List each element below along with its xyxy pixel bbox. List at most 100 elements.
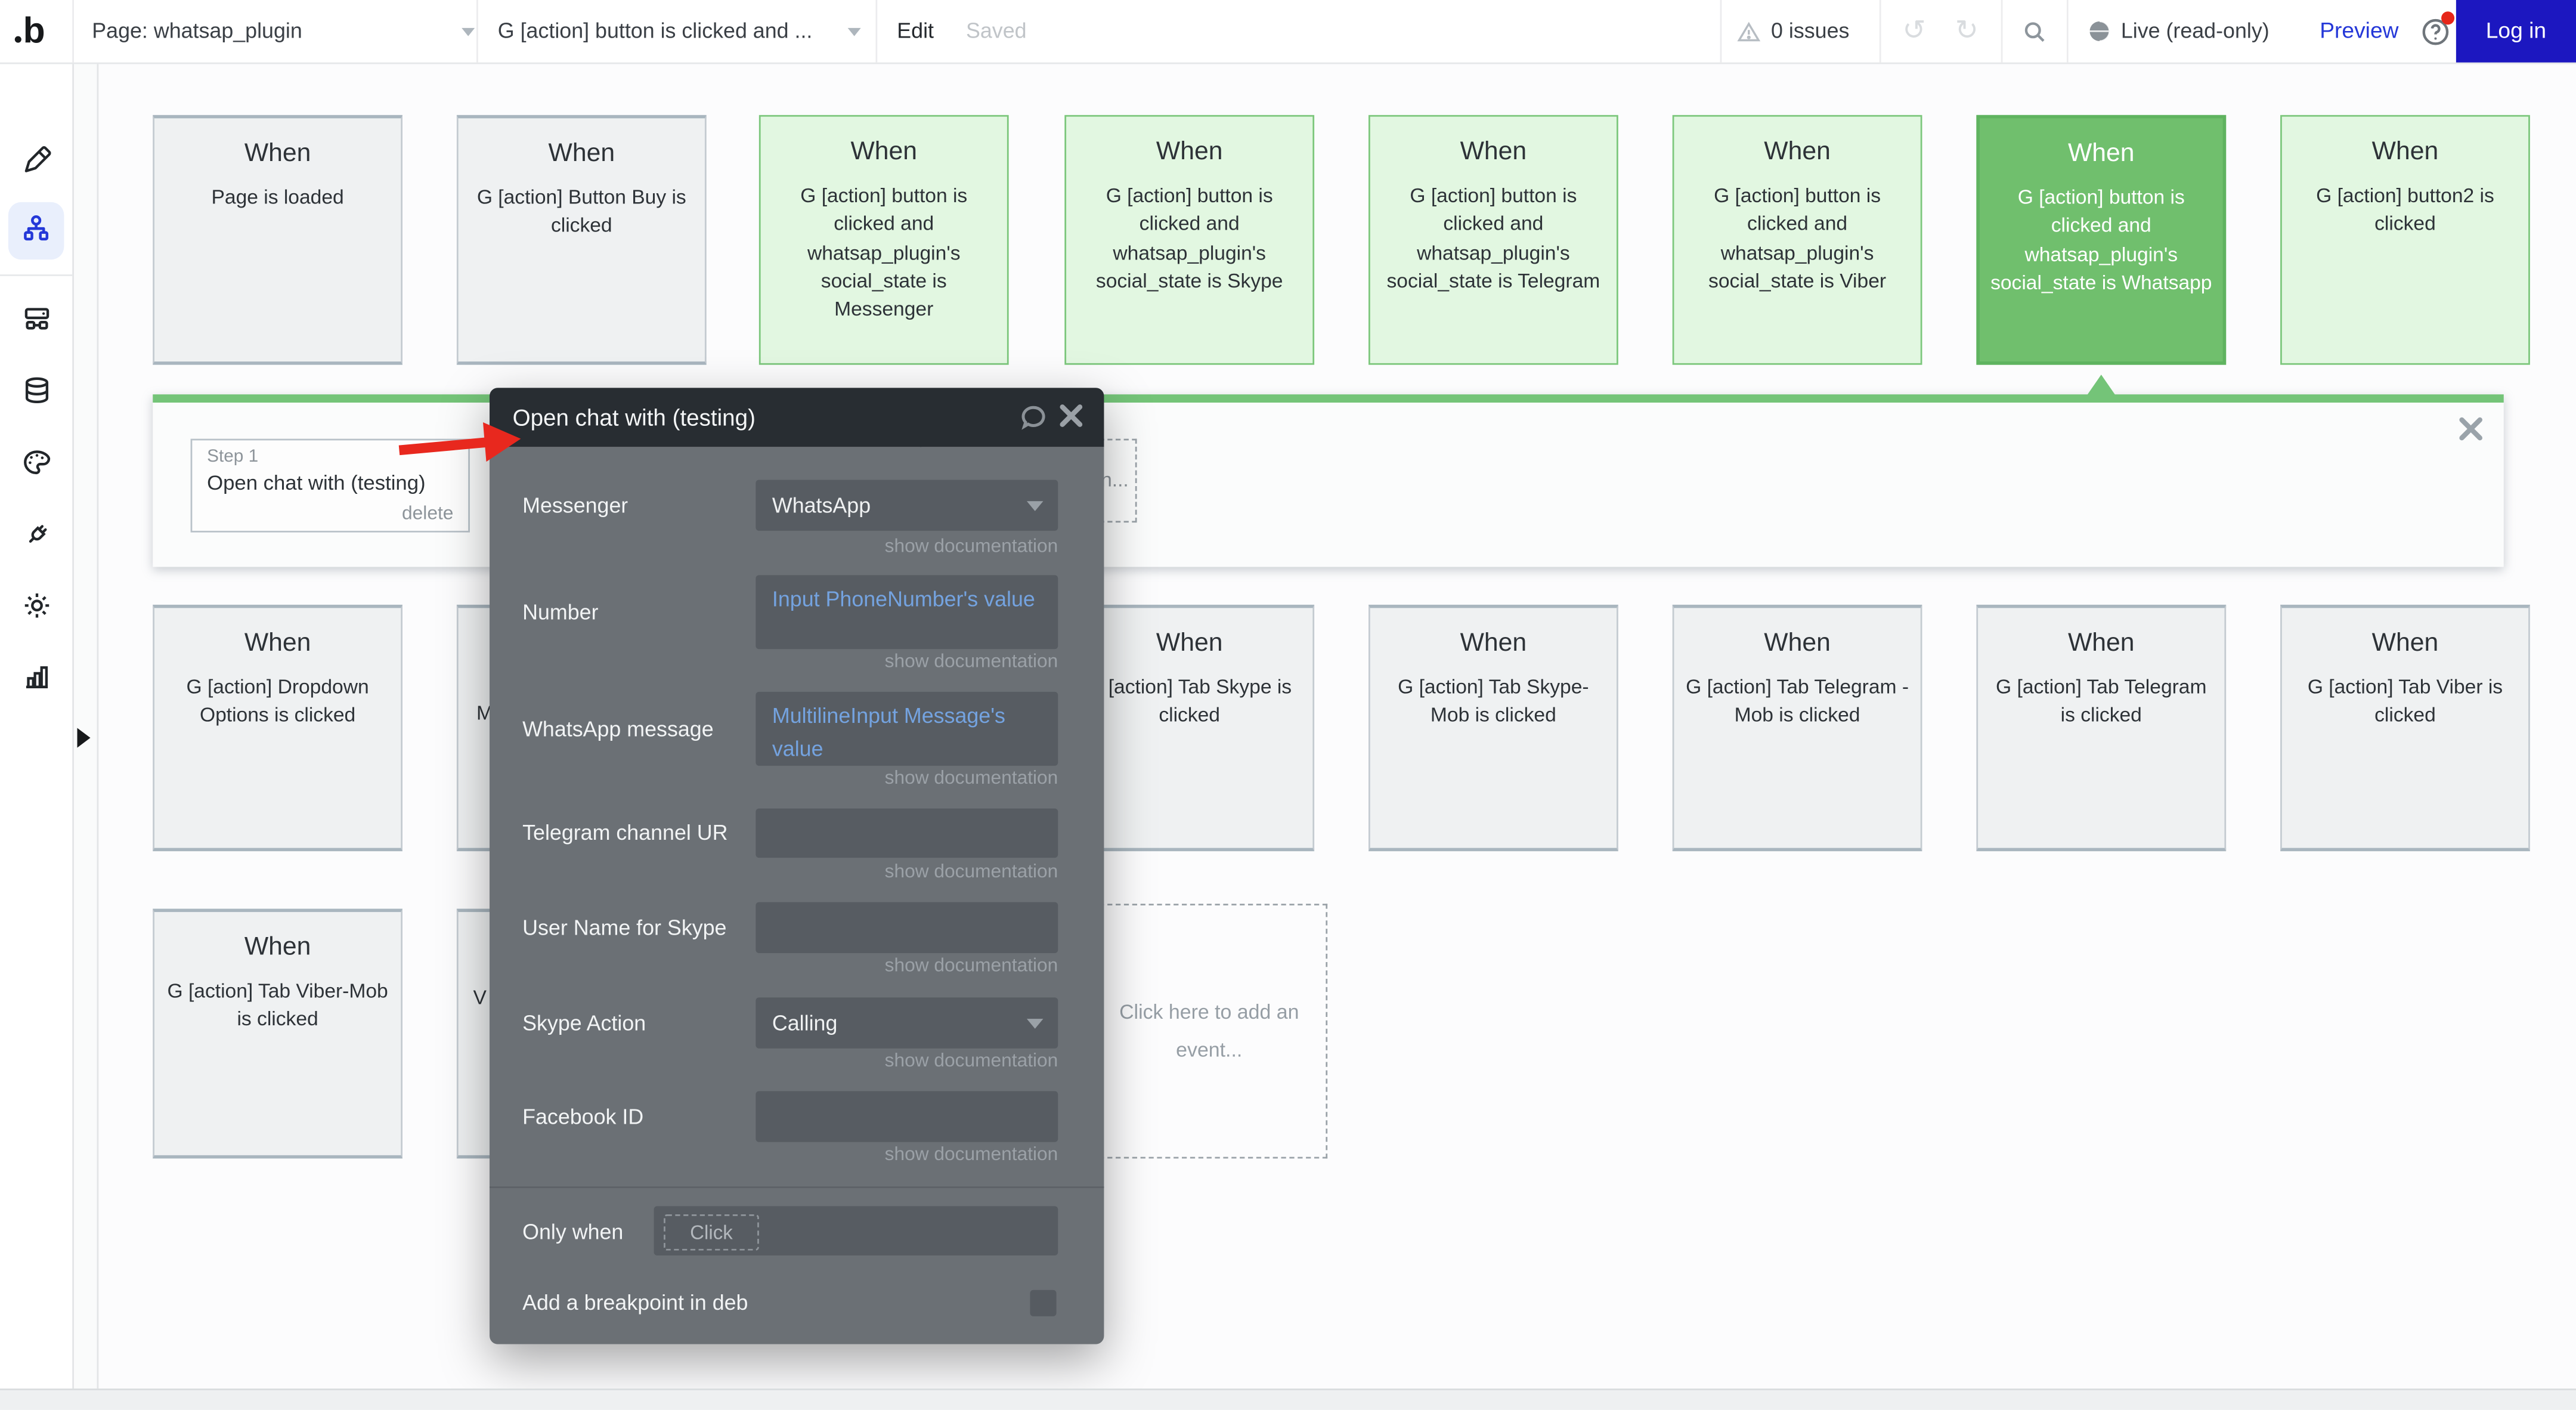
event-card-body: G [action] button is clicked and whatsap… <box>1095 184 1283 293</box>
help-icon[interactable] <box>2420 11 2455 48</box>
event-card-body: G [action] button is clicked and whatsap… <box>1386 184 1600 293</box>
event-card-heading: When <box>2067 629 2135 658</box>
sidebar <box>0 62 74 1389</box>
field-label: User Name for Skype <box>522 915 727 940</box>
pencil-icon <box>19 142 54 177</box>
event-card-body: G [action] button is clicked and whatsap… <box>1990 185 2212 295</box>
preview-button[interactable]: Preview <box>2320 18 2399 43</box>
close-strip-icon[interactable] <box>2456 414 2486 444</box>
workflow-selector[interactable]: G [action] button is clicked and ... <box>498 0 813 63</box>
divider <box>490 1186 1104 1188</box>
add-event-placeholder[interactable]: Click here to add an event... <box>1091 904 1328 1159</box>
event-card[interactable]: When G [action] Tab Viber-Mob is clicked <box>153 908 402 1159</box>
sidebar-item-plugins[interactable] <box>0 506 72 562</box>
skype-username-input[interactable] <box>756 902 1058 953</box>
bottom-scrollbar-track[interactable] <box>0 1389 2576 1410</box>
step-card[interactable]: Step 1 Open chat with (testing) delete <box>190 438 470 533</box>
event-card[interactable]: When G [action] button is clicked and wh… <box>1368 115 1618 365</box>
login-button[interactable]: Log in <box>2456 0 2576 63</box>
messenger-select[interactable]: WhatsApp <box>756 480 1058 531</box>
event-card-heading: When <box>2371 629 2439 658</box>
event-card-heading: When <box>1156 629 1223 658</box>
event-card-heading: When <box>1460 138 1527 166</box>
show-documentation-link[interactable]: show documentation <box>884 862 1058 883</box>
sidebar-item-data[interactable] <box>0 361 72 418</box>
only-when-input[interactable]: Click <box>654 1206 1058 1256</box>
show-documentation-link[interactable]: show documentation <box>884 956 1058 976</box>
live-mode-label[interactable]: Live (read-only) <box>2120 18 2270 43</box>
comment-bubble-icon[interactable] <box>1018 403 1048 432</box>
event-card[interactable]: When G [action] Dropdown Options is clic… <box>153 604 402 852</box>
event-card[interactable]: When G [action] button2 is clicked <box>2280 115 2530 365</box>
divider <box>875 0 878 63</box>
event-card[interactable]: When Page is loaded <box>153 115 402 365</box>
palette-icon <box>19 444 54 479</box>
event-card-body: G [action] Tab Skype-Mob is clicked <box>1398 675 1589 727</box>
show-documentation-link[interactable]: show documentation <box>884 537 1058 557</box>
sidebar-item-settings[interactable] <box>0 577 72 633</box>
bubble-logo[interactable]: b <box>0 0 72 63</box>
active-tab-highlight <box>8 202 64 260</box>
event-card-body: G [action] Tab Telegram - Mob is clicked <box>1686 675 1909 727</box>
event-card-heading: When <box>2067 140 2135 168</box>
breakpoint-checkbox[interactable] <box>1030 1290 1057 1316</box>
sidebar-item-styles[interactable] <box>0 434 72 490</box>
chevron-down-icon <box>448 0 475 63</box>
add-event-label: Click here to add an event... <box>1119 1001 1299 1061</box>
event-card[interactable]: When G [action] button is clicked and wh… <box>1064 115 1315 365</box>
telegram-channel-input[interactable] <box>756 808 1058 858</box>
show-documentation-link[interactable]: show documentation <box>884 1052 1058 1072</box>
close-icon[interactable] <box>1058 403 1088 432</box>
event-card-selected[interactable]: When G [action] button is clicked and wh… <box>1976 115 2227 365</box>
step-delete-link[interactable]: delete <box>402 504 454 524</box>
field-label: Facebook ID <box>522 1104 644 1129</box>
number-expression-value: Input PhoneNumber's value <box>772 586 1035 611</box>
messenger-select-value: WhatsApp <box>772 493 871 518</box>
plug-icon <box>19 517 54 551</box>
event-card[interactable]: When G [action] button is clicked and wh… <box>1672 115 1922 365</box>
search-icon[interactable] <box>2021 0 2049 63</box>
sidebar-item-workflow[interactable] <box>0 202 72 258</box>
event-card[interactable]: When G [action] Button Buy is clicked <box>456 115 707 365</box>
annotation-arrow <box>374 407 539 480</box>
event-card-heading: When <box>548 140 615 168</box>
bar-chart-icon <box>19 658 54 692</box>
event-card[interactable]: When G [action] Tab Viber is clicked <box>2280 604 2530 852</box>
event-card[interactable]: When G [action] Tab Skype-Mob is clicked <box>1368 604 1618 852</box>
show-documentation-link[interactable]: show documentation <box>884 769 1058 789</box>
edit-menu[interactable]: Edit <box>897 18 934 43</box>
event-card[interactable]: When G [action] Tab Telegram - Mob is cl… <box>1672 604 1922 852</box>
collapse-handle-icon[interactable] <box>77 728 91 748</box>
event-card[interactable]: When G [action] Tab Skype is clicked <box>1064 604 1315 852</box>
popup-body: Messenger WhatsApp show documentation Nu… <box>490 447 1104 1344</box>
sidebar-item-design[interactable] <box>0 131 72 187</box>
show-documentation-link[interactable]: show documentation <box>884 652 1058 672</box>
page-selector[interactable]: Page: whatsap_plugin <box>92 0 302 63</box>
event-card-heading: When <box>244 933 311 961</box>
event-card-body: G [action] button2 is clicked <box>2316 184 2494 236</box>
event-card[interactable]: When G [action] button is clicked and wh… <box>758 115 1009 365</box>
divider <box>476 0 478 63</box>
sidebar-item-responsive[interactable] <box>0 291 72 347</box>
event-card-body: G [action] Button Buy is clicked <box>476 185 686 237</box>
number-expression-field[interactable]: Input PhoneNumber's value <box>756 575 1058 650</box>
sidebar-item-logs[interactable] <box>0 648 72 704</box>
divider <box>1720 0 1722 63</box>
event-card-heading: When <box>2371 138 2439 166</box>
field-label: WhatsApp message <box>522 716 714 741</box>
skype-action-select[interactable]: Calling <box>756 997 1058 1049</box>
event-card[interactable]: When G [action] Tab Telegram is clicked <box>1976 604 2227 852</box>
field-label: Skype Action <box>522 1010 646 1035</box>
show-documentation-link[interactable]: show documentation <box>884 1145 1058 1165</box>
undo-icon[interactable]: ↺ <box>1902 14 1926 47</box>
facebook-id-input[interactable] <box>756 1091 1058 1142</box>
redo-icon[interactable]: ↻ <box>1955 14 1979 47</box>
event-card-body: G [action] Dropdown Options is clicked <box>186 675 369 727</box>
whatsapp-message-expression-field[interactable]: MultilineInput Message's value <box>756 691 1058 766</box>
divider <box>2066 0 2069 63</box>
issues-count[interactable]: 0 issues <box>1770 18 1850 43</box>
workflow-selector-label: G [action] button is clicked and ... <box>497 18 813 43</box>
popup-header[interactable]: Open chat with (testing) <box>490 388 1104 447</box>
event-card-body: G [action] button is clicked and whatsap… <box>800 184 968 321</box>
